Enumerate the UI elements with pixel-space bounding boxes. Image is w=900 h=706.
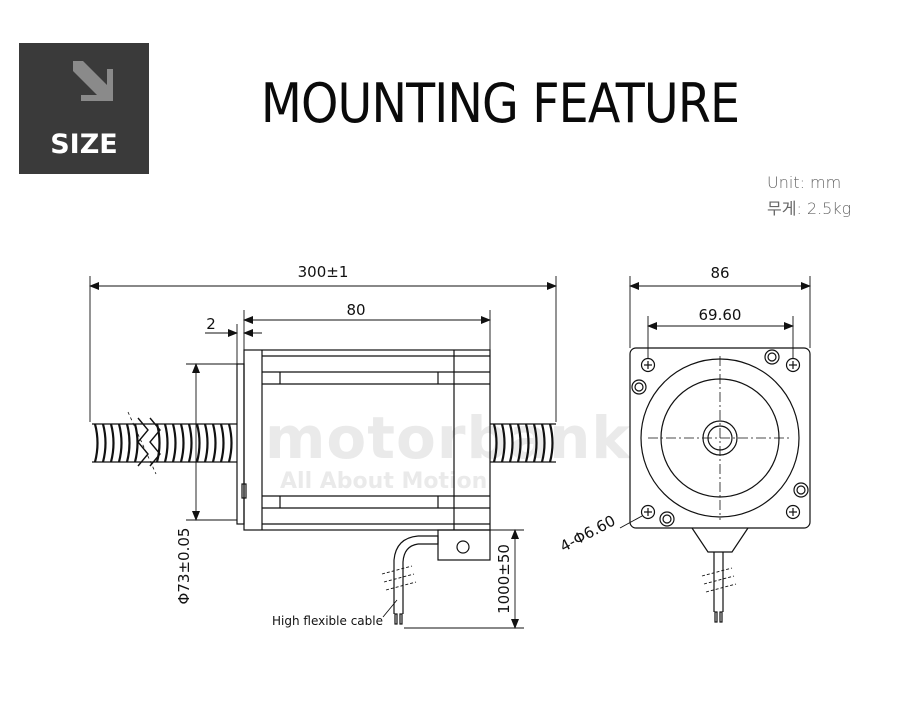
front-cable bbox=[691, 527, 749, 623]
dim-overall-length: 300±1 bbox=[298, 263, 349, 281]
dim-shaft-diameter: Φ73±0.05 bbox=[175, 528, 193, 605]
dim-flange: 2 bbox=[206, 315, 216, 333]
size-badge: SIZE bbox=[19, 43, 149, 174]
arrow-down-right-icon bbox=[73, 61, 113, 101]
size-label: SIZE bbox=[50, 129, 118, 160]
spec-block: Unit: mm 무게: 2.5kg bbox=[767, 170, 851, 222]
weight-label: 무게: 2.5kg bbox=[767, 199, 852, 218]
motor-face bbox=[629, 347, 811, 529]
side-dimensions bbox=[89, 276, 557, 629]
side-view bbox=[92, 349, 556, 625]
front-dimensions bbox=[629, 276, 811, 358]
page-title: MOUNTING FEATURE bbox=[260, 72, 740, 135]
cable-note: High flexible cable bbox=[272, 614, 383, 628]
cable-exit bbox=[381, 529, 491, 625]
dim-body-length: 80 bbox=[346, 301, 365, 319]
unit-label: Unit: mm bbox=[767, 173, 842, 192]
dim-hole-spacing: 69.60 bbox=[699, 306, 742, 324]
dim-face-width: 86 bbox=[710, 264, 729, 282]
watermark-tagline: All About Motion bbox=[280, 469, 487, 494]
lead-screw-right bbox=[490, 423, 556, 463]
dim-cable-length: 1000±50 bbox=[495, 544, 513, 614]
motor-body bbox=[243, 349, 491, 531]
flange-plate bbox=[236, 363, 245, 525]
dim-holes: 4-Φ6.60 bbox=[557, 512, 619, 556]
front-view bbox=[619, 347, 811, 623]
screws bbox=[631, 349, 809, 527]
mounting-holes bbox=[640, 357, 801, 520]
watermark-brand: motorbank bbox=[265, 404, 631, 472]
lead-screw-left bbox=[92, 411, 237, 475]
